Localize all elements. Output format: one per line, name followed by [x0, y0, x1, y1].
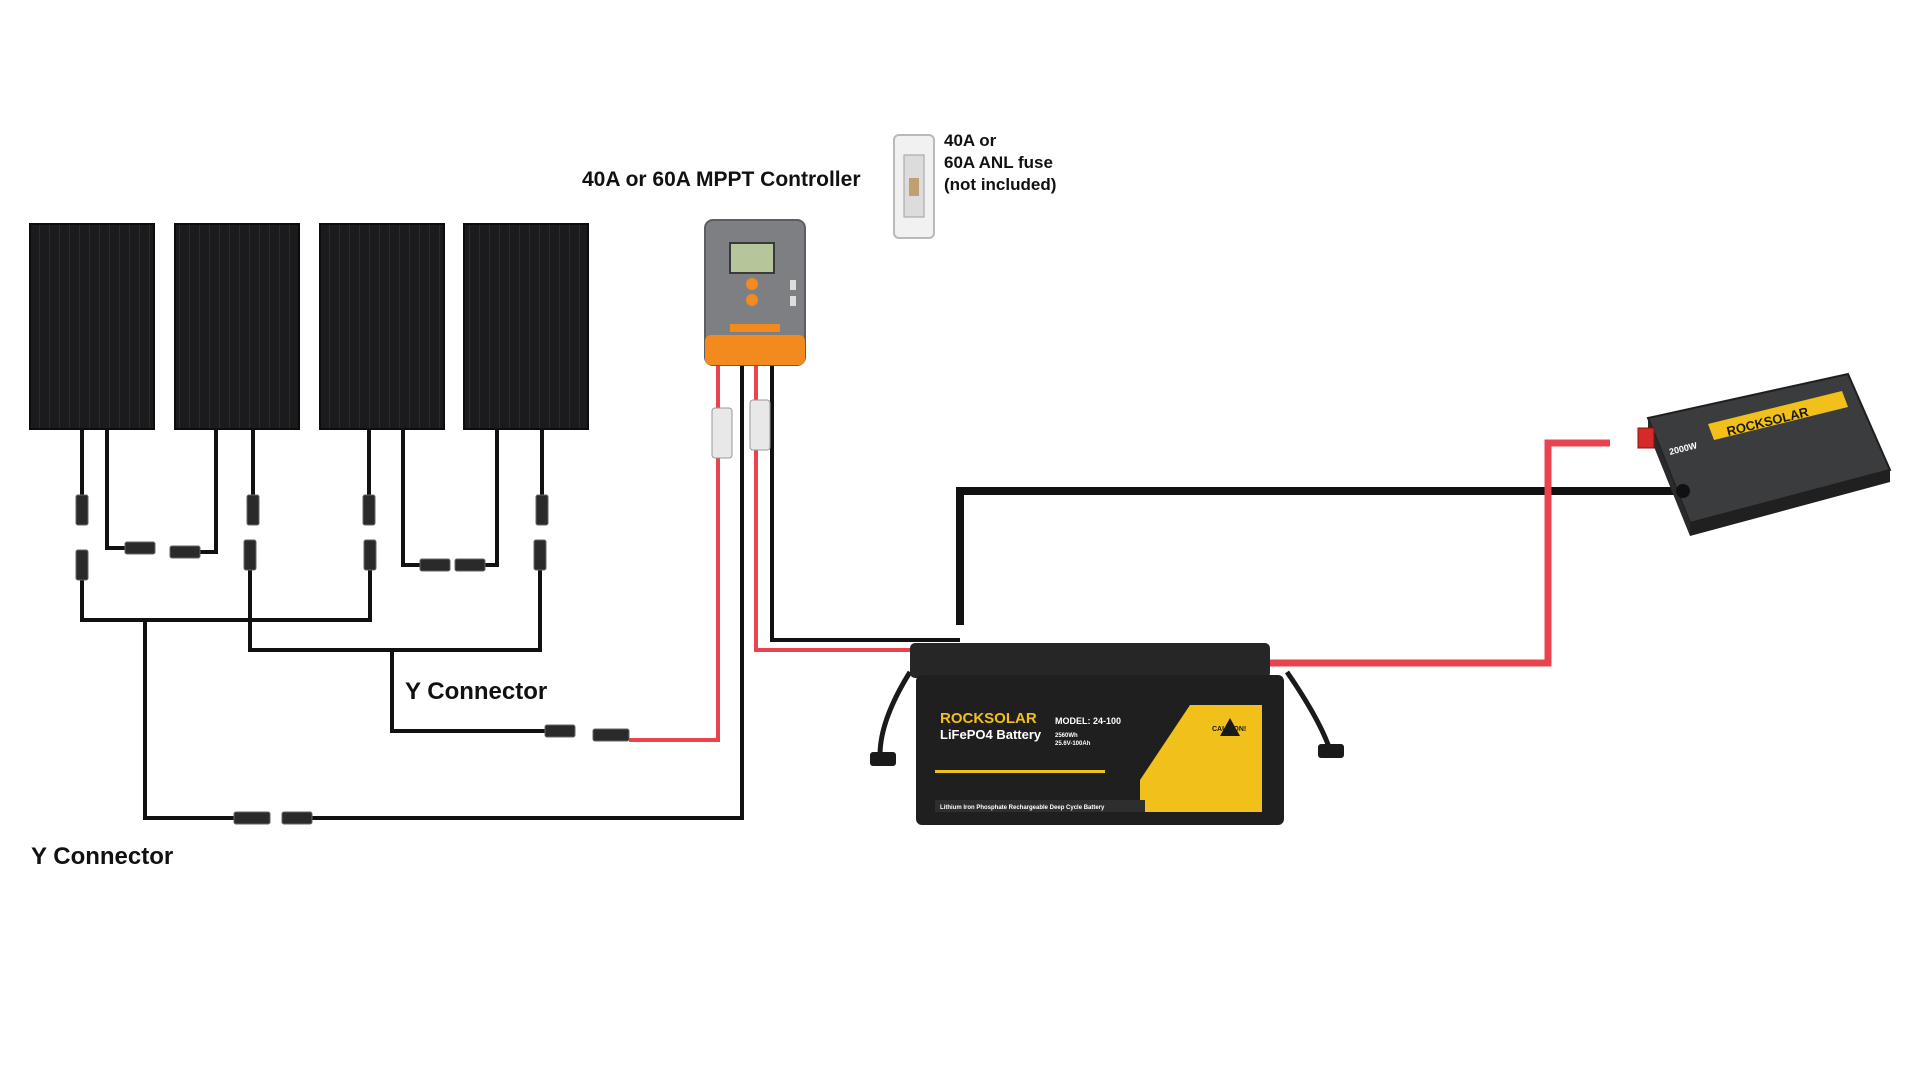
charge-controller-icon [704, 219, 806, 366]
battery-icon [870, 643, 1344, 825]
panel-wiring [80, 365, 744, 820]
inverter-black-wire [956, 487, 1685, 625]
battery-footer: Lithium Iron Phosphate Rechargeable Deep… [940, 805, 1105, 811]
inverter-red-wire [960, 439, 1610, 667]
battery-capacity: 2560Wh [1055, 733, 1078, 739]
fuse-label: 40A or 60A ANL fuse (not included) [944, 130, 1056, 196]
fuse-label-line1: 40A or [944, 131, 997, 150]
controller-label: 40A or 60A MPPT Controller [582, 168, 861, 191]
pv-red-wire [629, 365, 960, 742]
fuse-label-line2: 60A ANL fuse [944, 153, 1053, 172]
solar-panel-2 [174, 223, 300, 430]
solar-panel-3 [319, 223, 445, 430]
y-connector-label-lower: Y Connector [31, 843, 174, 870]
inverter-icon [1637, 372, 1892, 536]
battery-spec: 25.6V-100Ah [1055, 741, 1091, 747]
mc4-connector-icon [75, 494, 630, 825]
solar-panel-1 [29, 223, 155, 430]
inline-fuse-icon [711, 399, 771, 459]
y-connector-label-upper: Y Connector [405, 678, 548, 705]
controller-battery-black-wire [770, 365, 960, 642]
solar-panel-4 [463, 223, 589, 430]
anl-fuse-icon [893, 134, 935, 239]
battery-model: MODEL: 24-100 [1055, 716, 1121, 726]
battery-labels: ROCKSOLAR LiFePO4 Battery MODEL: 24-100 … [940, 710, 1246, 811]
battery-caution: CAUTION! [1212, 726, 1246, 733]
fuse-label-line3: (not included) [944, 175, 1057, 194]
battery-type: LiFePO4 Battery [940, 727, 1042, 742]
battery-brand: ROCKSOLAR [940, 710, 1037, 727]
